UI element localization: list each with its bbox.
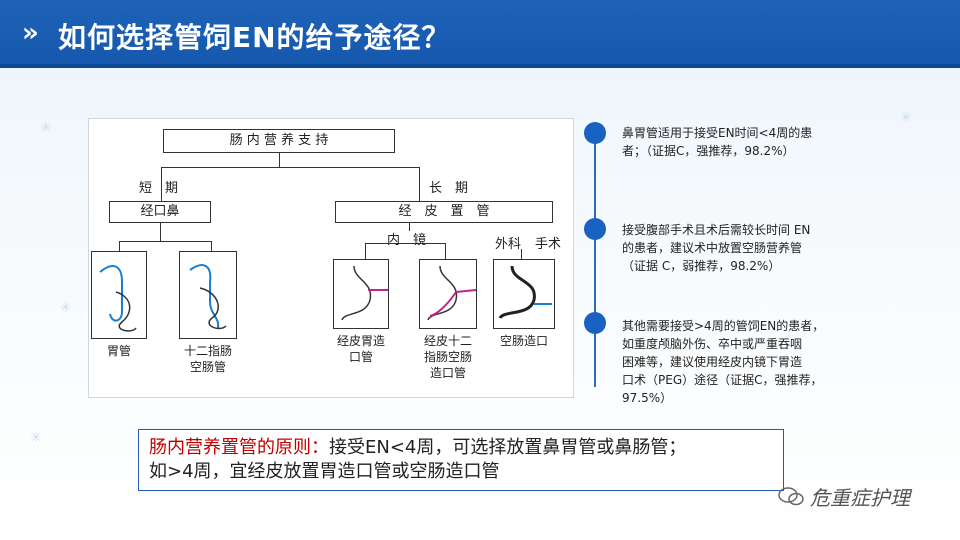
nasal-box: 经口鼻 [109, 201, 211, 223]
snowflake-icon: ✳ [900, 110, 912, 126]
timeline-dot [584, 218, 606, 240]
duodenal-tube-illustration [179, 251, 237, 339]
surgery-label-right: 手术 [535, 237, 562, 252]
stomach-tube-illustration [91, 251, 147, 339]
principle-text-2: 如>4周，宜经皮放置胃造口管或空肠造口管 [149, 461, 500, 482]
peg-illustration [333, 259, 389, 329]
percutaneous-box: 经 皮 置 管 [335, 201, 553, 223]
root-box: 肠 内 营 养 支 持 [163, 129, 395, 153]
wechat-icon [778, 487, 804, 506]
jejunostomy-illustration [493, 259, 555, 329]
caption-jejunostomy: 空肠造口 [499, 334, 548, 348]
route-diagram: 肠 内 营 养 支 持 短 期 长 期 经口鼻 经 皮 置 管 内 镜 外科 手… [88, 118, 574, 398]
page-title: 如何选择管饲EN的给予途径？ [58, 21, 451, 54]
principle-text-1: 接受EN<4周，可选择放置鼻胃管或鼻肠管； [329, 437, 687, 458]
principle-box: 肠内营养置管的原则：接受EN<4周，可选择放置鼻胃管或鼻肠管； 如>4周，宜经皮… [138, 429, 784, 491]
note-3: 其他需要接受>4周的管饲EN的患者，如重度颅脑外伤、卒中或严重吞咽困难等，建议使… [622, 319, 825, 405]
title-bar: » 如何选择管饲EN的给予途径？ [0, 0, 960, 68]
snowflake-icon: ✳ [40, 120, 52, 136]
brand-name: 危重症护理 [810, 486, 910, 510]
double-chevron-icon: » [22, 18, 39, 48]
note-1: 鼻胃管适用于接受EN时间<4周的患者；（证据C，强推荐，98.2%） [622, 126, 813, 158]
caption-duodenal-tube: 十二指肠空肠管 [183, 344, 232, 374]
surgery-label-left: 外科 [495, 237, 522, 252]
caption-peg: 经皮胃造口管 [336, 334, 385, 364]
long-term-label: 长 期 [429, 181, 469, 196]
caption-stomach-tube: 胃管 [106, 344, 131, 358]
snowflake-icon: ✳ [60, 300, 72, 316]
timeline-line [594, 133, 596, 387]
short-term-label: 短 期 [139, 181, 179, 196]
snowflake-icon: ✳ [30, 430, 42, 446]
pej-illustration [419, 259, 477, 329]
caption-pej: 经皮十二指肠空肠造口管 [423, 334, 472, 380]
timeline-dot [584, 312, 606, 334]
principle-label: 肠内营养置管的原则： [149, 437, 329, 458]
endoscope-label: 内 镜 [387, 233, 427, 248]
timeline-dot [584, 122, 606, 144]
